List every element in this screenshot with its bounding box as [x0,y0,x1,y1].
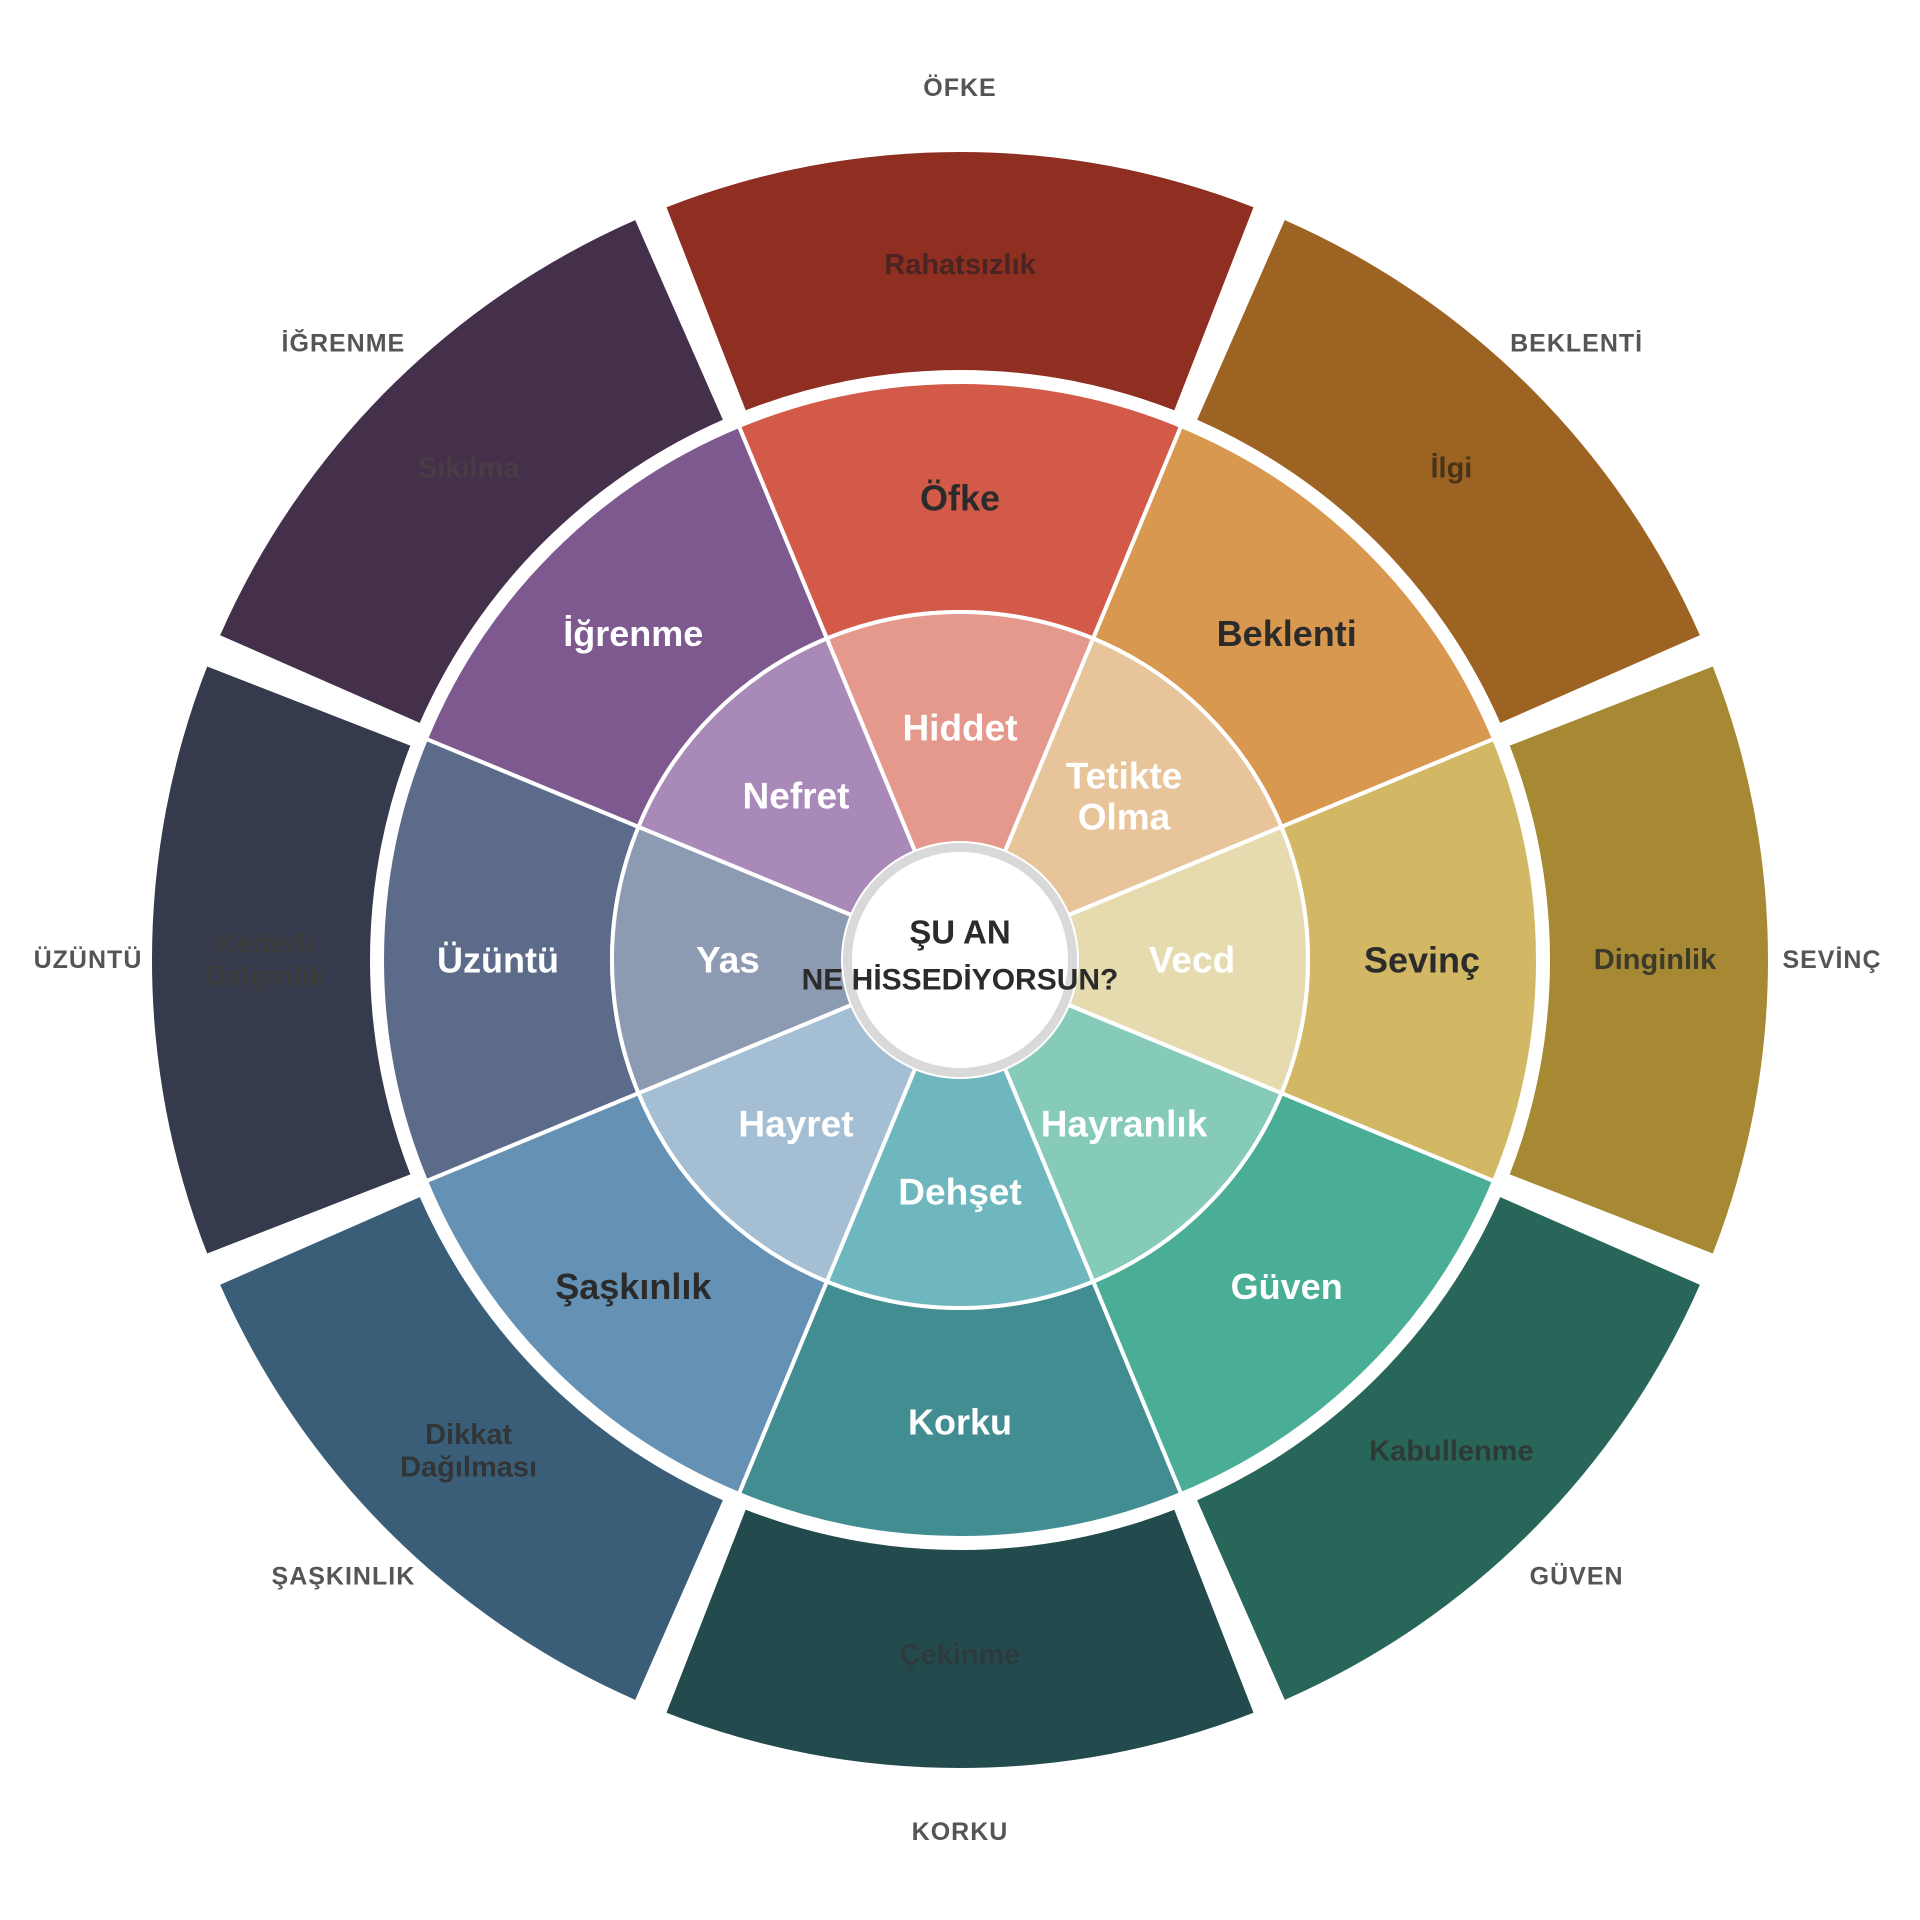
outer-segment-uzuntu[interactable] [151,666,411,1254]
outer-label-igrenme: Sıkılma [418,453,520,485]
category-label-ofke: ÖFKE [923,73,996,102]
middle-label-ofke: Öfke [920,478,1000,519]
inner-label-korku: Dehşet [898,1172,1021,1213]
outer-segment-beklenti[interactable] [1197,220,1700,723]
inner-label-uzuntu: Yas [696,940,760,981]
middle-label-korku: Korku [908,1402,1012,1443]
outer-segment-igrenme[interactable] [220,220,723,723]
center-line-2: NE HİSSEDİYORSUN? [802,964,1119,997]
category-label-korku: KORKU [912,1818,1009,1846]
inner-label-saskinlik: Hayret [738,1104,853,1145]
center-circle [852,852,1068,1068]
inner-label-igrenme: Nefret [743,776,850,817]
category-label-saskinlik: ŞAŞKINLIK [272,1563,416,1591]
outer-label-guven: Kabullenme [1369,1435,1533,1467]
center-prompt: ŞU AN NE HİSSEDİYORSUN? [802,843,1119,1077]
middle-label-uzuntu: Üzüntü [437,940,559,981]
outer-segment-ofke[interactable] [666,151,1254,411]
outer-segment-sevinc[interactable] [1509,666,1769,1254]
inner-label-guven: Hayranlık [1041,1104,1208,1145]
outer-segment-saskinlik[interactable] [220,1197,723,1700]
outer-label-beklenti: İlgi [1430,453,1472,485]
inner-label-sevinc: Vecd [1149,940,1235,981]
outer-label-sevinc: Dinginlik [1594,944,1717,976]
middle-label-sevinc: Sevinç [1364,940,1480,981]
outer-segment-korku[interactable] [666,1509,1254,1769]
middle-label-beklenti: Beklenti [1217,613,1357,654]
outer-label-korku: Çekinme [900,1639,1021,1671]
category-label-guven: GÜVEN [1530,1562,1624,1591]
inner-label-ofke: Hiddet [902,708,1017,749]
middle-label-guven: Güven [1231,1266,1343,1307]
category-label-igrenme: İĞRENME [282,328,406,357]
middle-label-saskinlik: Şaşkınlık [555,1266,712,1307]
outer-ring-layer [151,151,1769,1769]
outer-label-ofke: Rahatsızlık [884,249,1036,281]
middle-ring-layer [380,380,1540,1540]
center-line-1: ŞU AN [909,914,1010,951]
category-label-beklenti: BEKLENTİ [1510,329,1643,357]
inner-ring-layer [610,610,1310,1310]
outer-segment-guven[interactable] [1197,1197,1700,1700]
middle-label-igrenme: İğrenme [563,613,703,654]
category-label-sevinc: SEVİNÇ [1782,946,1881,974]
category-label-layer: ÖFKE BEKLENTİ SEVİNÇ GÜVEN KORKU ŞAŞKINLIK ÜZÜ… [34,73,1881,1846]
category-label-uzuntu: ÜZÜNTÜ [34,945,143,974]
